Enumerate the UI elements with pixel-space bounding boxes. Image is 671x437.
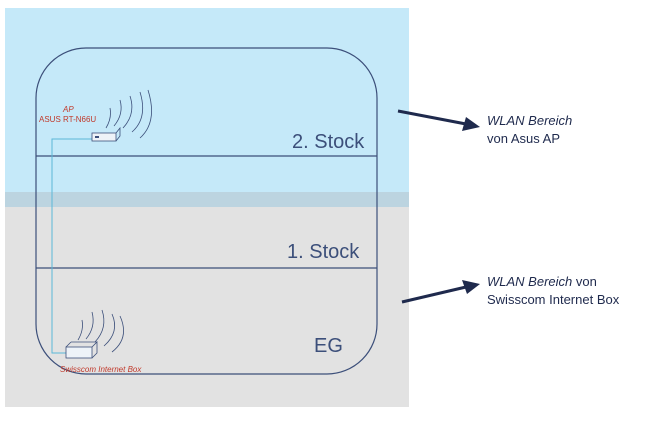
floor-label-upper: 2. Stock <box>292 131 365 153</box>
swisscom-coverage-zone <box>5 207 409 407</box>
swisscom-callout-line2: Swisscom Internet Box <box>487 292 620 307</box>
swisscom-coverage-arrow <box>401 280 480 304</box>
overlap-band <box>5 192 409 207</box>
ap-role-label: AP <box>63 105 74 114</box>
network-cable <box>51 138 94 354</box>
floor-label-first: 1. Stock <box>287 241 360 263</box>
swisscom-box-device-icon <box>65 309 124 359</box>
asus-coverage-zone <box>5 8 409 192</box>
ap-model-label: ASUS RT-N66U <box>39 115 97 124</box>
asus-callout-title: WLAN Bereich <box>487 113 573 128</box>
swisscom-box-label: Swisscom Internet Box <box>60 365 142 374</box>
asus-ap-device-icon <box>91 89 152 142</box>
asus-coverage-arrow <box>397 109 480 131</box>
asus-callout-line2: von Asus AP <box>487 131 560 146</box>
asus-coverage-callout: WLAN Bereich von Asus AP <box>487 112 572 148</box>
swisscom-callout-suffix: von <box>572 274 597 289</box>
building-outline <box>35 47 378 375</box>
swisscom-coverage-callout: WLAN Bereich von Swisscom Internet Box <box>487 273 619 309</box>
swisscom-callout-title: WLAN Bereich <box>487 274 573 289</box>
floor-label-ground: EG <box>314 335 343 357</box>
